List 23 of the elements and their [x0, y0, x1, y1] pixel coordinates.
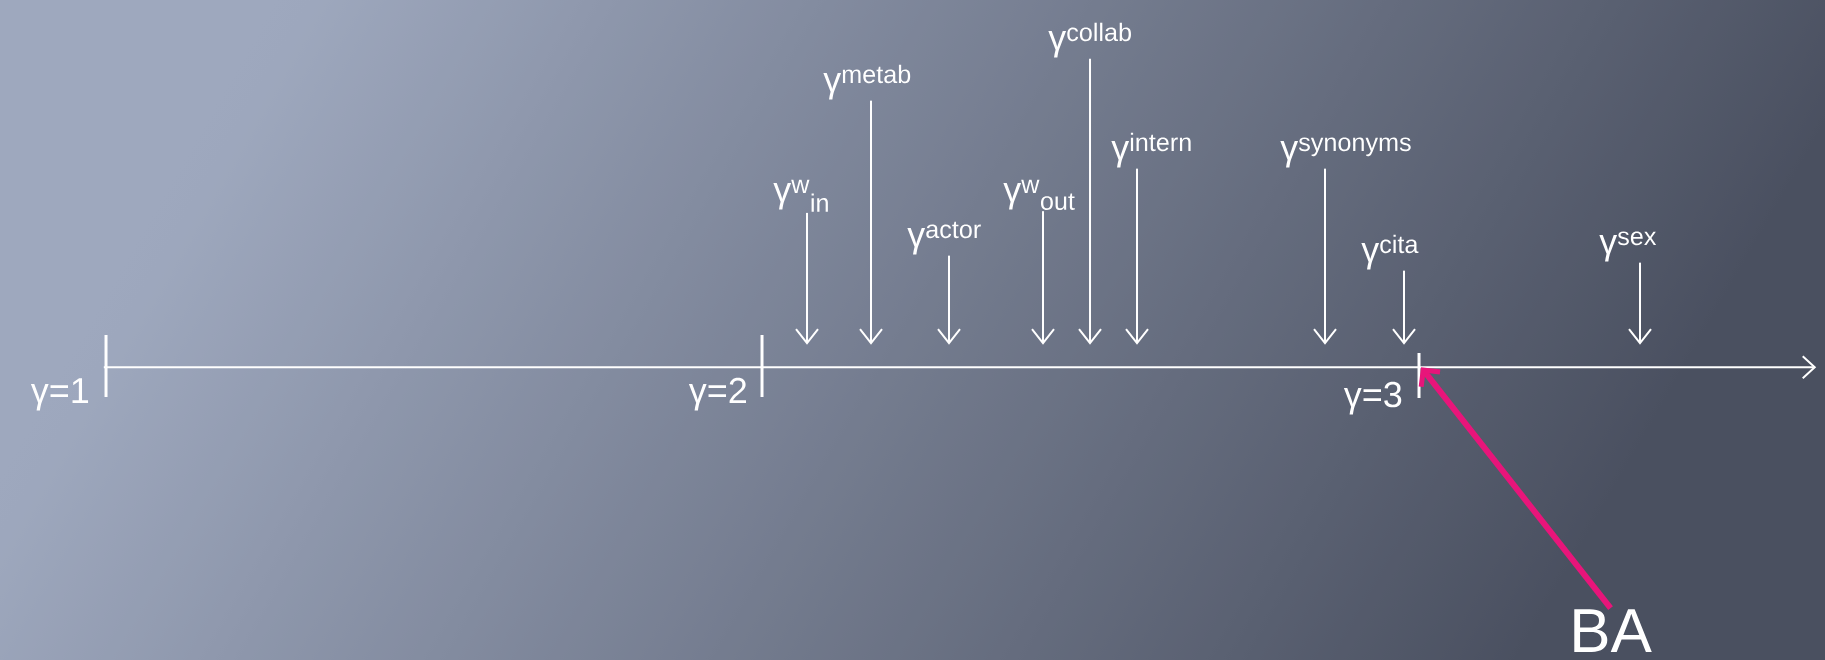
- exponent-label: γ$^{cita}$: [1361, 234, 1419, 270]
- exponent-label: γ$^{actor}$: [907, 221, 981, 255]
- arrow: [1078, 57, 1102, 345]
- exponent-label: γ$^{w}$in: [773, 179, 828, 212]
- pointer-arrow: [1418, 367, 1613, 610]
- exponent-label: γ$^{intern}$: [1111, 132, 1191, 168]
- exponent-label: γ$^{metab}$: [823, 64, 911, 100]
- arrow: [1031, 210, 1055, 345]
- tick-label: γ=3: [1343, 381, 1402, 415]
- arrow: [795, 211, 819, 345]
- exponent-label: γ$^{collab}$: [1048, 22, 1131, 58]
- arrow: [1313, 167, 1337, 345]
- exponent-label: BA: [1574, 609, 1652, 652]
- arrow: [937, 254, 961, 345]
- arrow: [1392, 269, 1416, 345]
- arrow: [1125, 167, 1149, 345]
- tick-label: γ=2: [688, 377, 746, 411]
- arrow: [859, 99, 883, 345]
- tick-label: γ=1: [30, 378, 89, 411]
- exponent-label: γ$^{synonyms}$: [1280, 137, 1411, 168]
- exponent-label: γ$^{w}$out: [1003, 179, 1075, 210]
- exponent-label: γ$^{sex}$: [1599, 231, 1657, 262]
- arrow: [1628, 261, 1652, 345]
